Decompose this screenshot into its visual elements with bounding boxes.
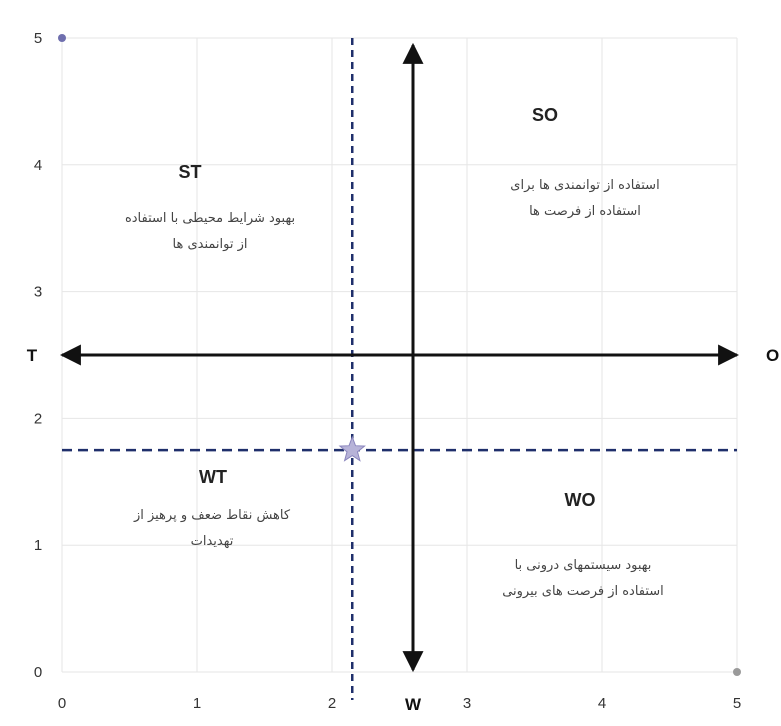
quadrant-so-text: استفاده از فرصت ها [529,204,641,219]
quadrant-st-title: ST [178,162,201,182]
data-point [733,668,741,676]
y-tick-label: 2 [34,410,42,427]
axis-label-o: O [766,346,779,365]
x-tick-label: 5 [733,695,741,712]
data-points [58,34,741,676]
y-tick-label: 0 [34,664,42,681]
quadrant-wo-title: WO [565,490,596,510]
y-tick-label: 3 [34,284,42,301]
x-tick-label: 4 [598,695,606,712]
quadrant-wt-text: تهدیدات [191,534,234,549]
x-tick-label: 1 [193,695,201,712]
reference-lines [62,38,737,700]
x-tick-label: 2 [328,695,336,712]
quadrant-wt-text: کاهش نقاط ضعف و پرهیز از [133,508,291,523]
x-tick-label: 0 [58,695,66,712]
position-star-marker [338,435,366,462]
tick-labels: 0 1 2 3 4 5 0 1 2 3 4 5 [34,30,741,712]
quadrant-wo-text: استفاده از فرصت های بیرونی [502,584,664,599]
quadrant-labels: SO استفاده از توانمندی ها برای استفاده از … [125,105,664,599]
y-tick-label: 4 [34,157,42,174]
quadrant-wo-text: بهبود سیستمهای درونی با [515,558,652,573]
quadrant-so-text: استفاده از توانمندی ها برای [510,178,659,193]
quadrant-so-title: SO [532,105,558,125]
axis-label-t: T [27,346,38,365]
axis-label-w: W [405,695,422,714]
main-axes: T O W [27,42,779,714]
data-point [58,34,66,42]
y-tick-label: 1 [34,537,42,554]
quadrant-wt-title: WT [199,467,227,487]
quadrant-st-text: از توانمندی ها [173,237,248,252]
x-tick-label: 3 [463,695,471,712]
y-tick-label: 5 [34,30,42,47]
quadrant-st-text: بهبود شرایط محیطی با استفاده [125,211,295,226]
